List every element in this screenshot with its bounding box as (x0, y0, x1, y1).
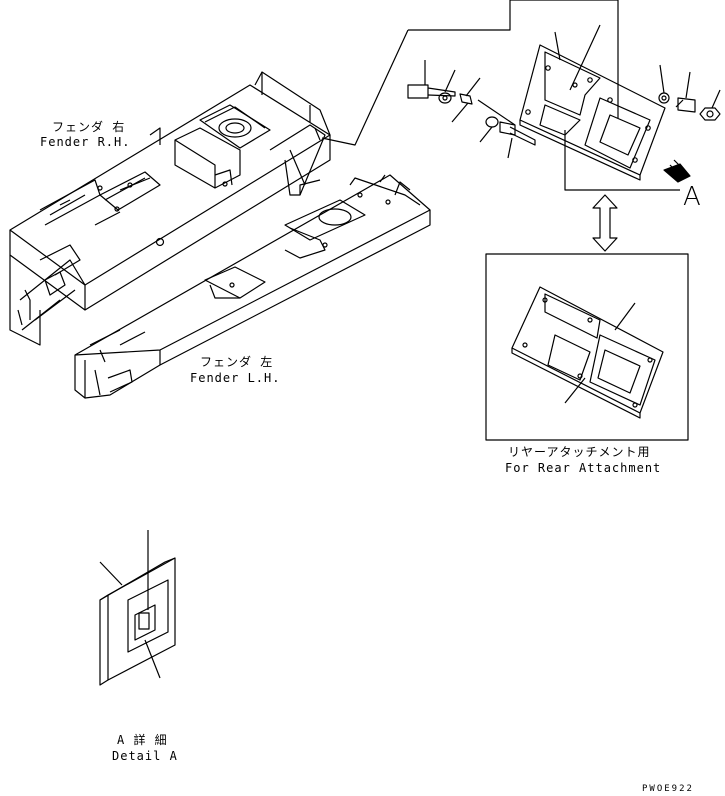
view-a-label: A (683, 182, 701, 212)
rear-attachment-drawing (485, 253, 689, 441)
fender-rh-en-label: Fender R.H. (40, 135, 131, 149)
rear-attachment-en-label: For Rear Attachment (505, 461, 662, 475)
fender-rh-drawing (9, 71, 331, 346)
detail-a-jp-label: A 詳 細 (117, 733, 168, 747)
fender-lh-jp-label: フェンダ 左 (200, 355, 274, 369)
fender-rh-jp-label: フェンダ 右 (52, 120, 126, 134)
rear-attachment-jp-label: リヤーアタッチメント用 (508, 445, 651, 459)
detail-a-drawing (99, 530, 176, 686)
fender-lh-en-label: Fender L.H. (190, 371, 281, 385)
detail-a-en-label: Detail A (112, 749, 178, 763)
fender-lh-drawing (74, 174, 431, 399)
double-arrow-icon (592, 194, 618, 252)
drawing-code: PWOE922 (642, 784, 694, 794)
plate-assembly-drawing (321, 0, 721, 191)
